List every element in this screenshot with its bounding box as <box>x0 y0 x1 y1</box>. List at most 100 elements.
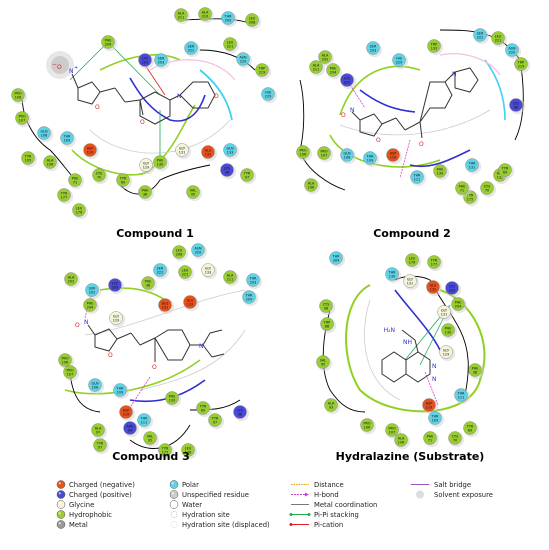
residue-name: PHE <box>459 185 466 189</box>
residue-number: 176 <box>76 211 82 215</box>
residue-node <box>184 41 198 55</box>
residue-name: PRO <box>18 115 25 119</box>
atom-label-morpholine-o: O <box>214 93 219 100</box>
residue-number: 88 <box>325 325 329 329</box>
residue-number: 177 <box>61 196 67 200</box>
contour-green <box>71 104 196 176</box>
residue-name: ASP <box>426 402 433 406</box>
residue-name: ASN <box>239 56 246 60</box>
residue-name: CYS <box>452 435 459 439</box>
contour-cyan <box>199 69 233 121</box>
residue-name: GLU <box>187 299 194 303</box>
residue-name: ALA <box>398 437 405 441</box>
residue-name: TYR <box>501 167 509 171</box>
residue-name: PHE <box>455 301 462 305</box>
residue-name: LEU <box>409 257 416 261</box>
residue-node <box>109 311 123 325</box>
residue-name: SER <box>89 287 96 291</box>
residue-number: 69 <box>503 171 507 175</box>
residue-name: VAL <box>147 435 153 439</box>
residue-name: LYS <box>513 102 519 106</box>
legend-label: Water <box>182 501 202 509</box>
residue-name: LEU <box>76 207 83 211</box>
residue-number: 93 <box>329 406 333 410</box>
residue-number: 210 <box>202 15 208 19</box>
residue-number: 109 <box>432 419 438 423</box>
residue-number: 176 <box>409 261 415 265</box>
atom-label-ring-n: N <box>432 363 437 370</box>
atom-label-nitro-n: N <box>350 107 355 114</box>
residue-node <box>220 163 234 177</box>
residue-name: GLN <box>91 382 99 386</box>
ligand-atom-labels: N O O O N <box>75 319 204 371</box>
residue-number: 309 <box>333 259 339 263</box>
residue-number: 177 <box>162 451 168 455</box>
residue-node <box>143 431 157 445</box>
residue-number: 229 <box>396 61 402 65</box>
residue-node <box>326 63 340 77</box>
legend-label: Distance <box>314 481 344 489</box>
residue-name: PHE <box>437 168 444 172</box>
residue-node <box>236 52 250 66</box>
residue-node <box>423 431 437 445</box>
legend-label: Polar <box>182 481 199 489</box>
ligand-structure <box>381 329 431 383</box>
residue-name: TYR <box>430 259 438 263</box>
residue-node <box>57 188 71 202</box>
residue-name: PHE <box>142 189 149 193</box>
residue-name: THR <box>245 294 254 298</box>
residue-number: 107 <box>67 373 73 377</box>
residue-number: 97 <box>245 176 249 180</box>
residue-number: 94 <box>128 429 132 433</box>
residue-name: PRO <box>388 427 395 431</box>
residue-name: TRP <box>258 67 265 71</box>
residue-node <box>223 270 237 284</box>
residue-name: ALA <box>322 54 329 58</box>
hydration-swatch <box>170 511 178 518</box>
residue-node <box>183 295 197 309</box>
residue-name: GLY <box>407 278 414 282</box>
residue-name: GLY <box>113 315 120 319</box>
residue-node <box>221 11 235 25</box>
atom-label-nitro-n: N <box>69 68 74 75</box>
residue-node <box>201 145 215 159</box>
residue-node <box>58 353 72 367</box>
residue-node <box>366 41 380 55</box>
residue-node <box>505 43 519 57</box>
residue-name: HIS <box>265 91 271 95</box>
legend-item: H-bond <box>291 491 339 499</box>
residue-node <box>463 421 477 435</box>
residue-node <box>158 443 172 457</box>
atom-label-nitro-o: O <box>57 64 62 71</box>
residue-node <box>441 323 455 337</box>
residue-node <box>83 143 97 157</box>
residue-node <box>439 345 453 359</box>
atom-label-nitro-o: O <box>75 322 80 329</box>
residue-number: 196 <box>398 441 404 445</box>
legend-item: Hydration site (displaced) <box>170 521 270 529</box>
residue-number: 211 <box>313 68 319 72</box>
residue-node <box>309 60 323 74</box>
residue-node <box>201 263 215 277</box>
